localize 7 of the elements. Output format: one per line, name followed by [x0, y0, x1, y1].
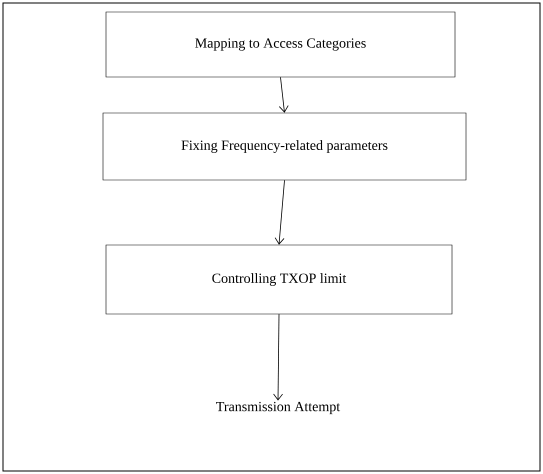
end-label: Transmission Attempt — [216, 402, 340, 414]
process-box: Fixing Frequency-related parameters — [102, 112, 466, 180]
arrow — [278, 76, 289, 113]
process-box: Controlling TXOP limit — [106, 244, 452, 314]
arrow — [274, 180, 285, 245]
process-box: Mapping to Access Categories — [106, 12, 456, 78]
arrow — [273, 314, 283, 401]
